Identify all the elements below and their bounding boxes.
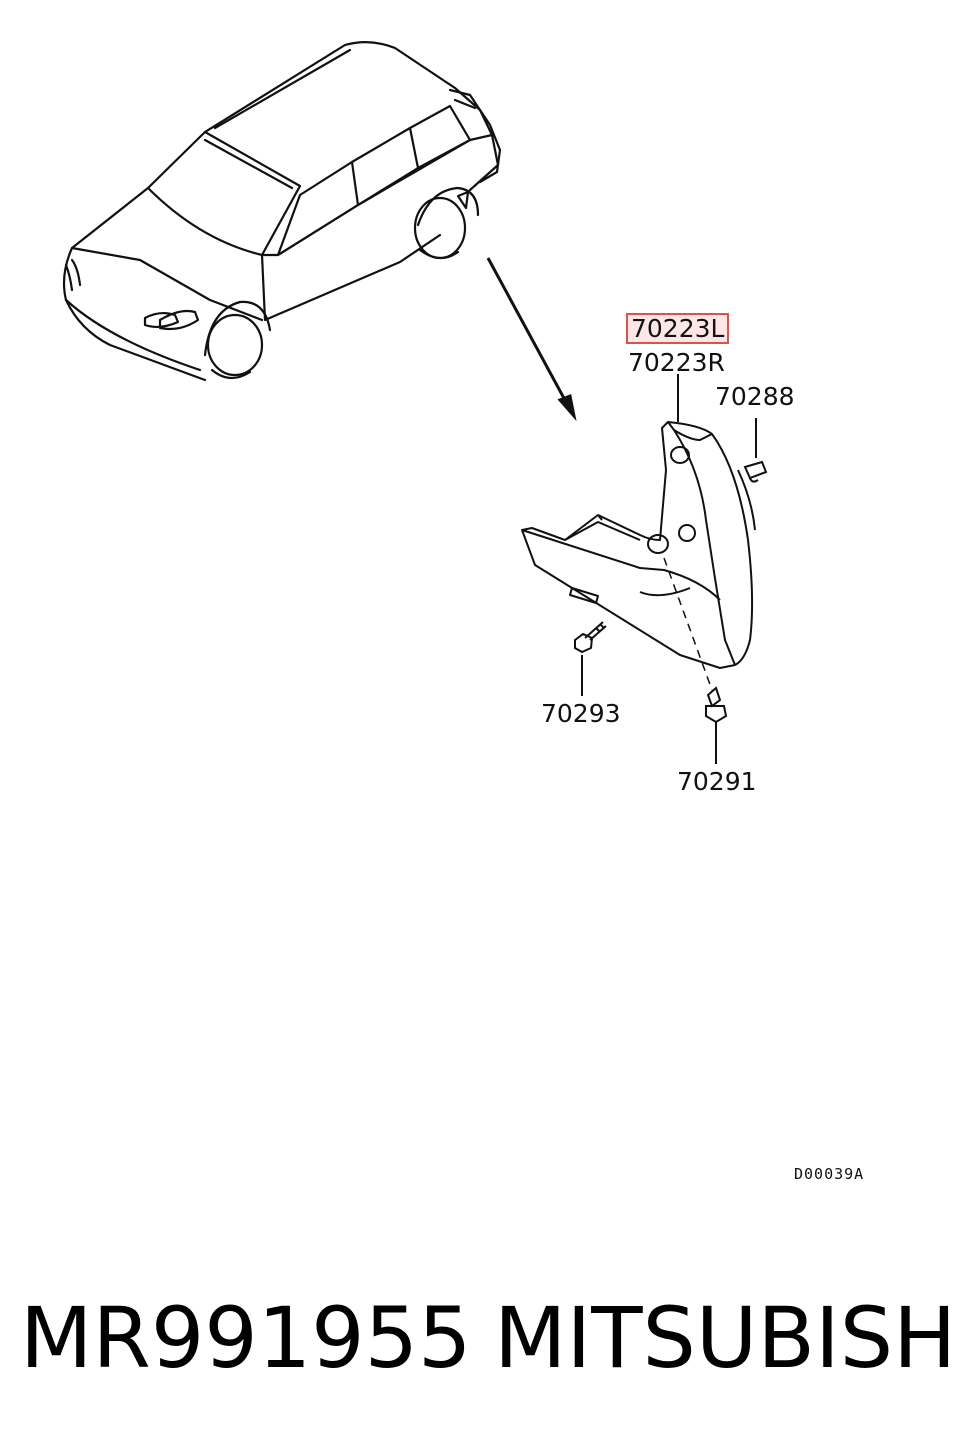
install-guide-line bbox=[663, 557, 713, 691]
callout-70223R[interactable]: 70223R bbox=[628, 348, 725, 377]
vehicle-illustration bbox=[62, 41, 502, 382]
callout-70293[interactable]: 70293 bbox=[541, 699, 621, 728]
fastener-icon bbox=[705, 686, 728, 764]
diagram-code: D00039A bbox=[794, 1165, 865, 1183]
caption-part-number: MR991955 bbox=[20, 1289, 472, 1387]
direction-arrow bbox=[486, 257, 577, 422]
callout-70291[interactable]: 70291 bbox=[677, 767, 757, 796]
mud-flap-part bbox=[521, 421, 756, 669]
clip-icon bbox=[743, 418, 768, 483]
callout-70223L[interactable]: 70223L bbox=[626, 313, 730, 344]
callout-70288[interactable]: 70288 bbox=[715, 382, 795, 411]
caption-brand: MITSUBISHI bbox=[494, 1289, 960, 1387]
screw-icon bbox=[574, 621, 607, 696]
